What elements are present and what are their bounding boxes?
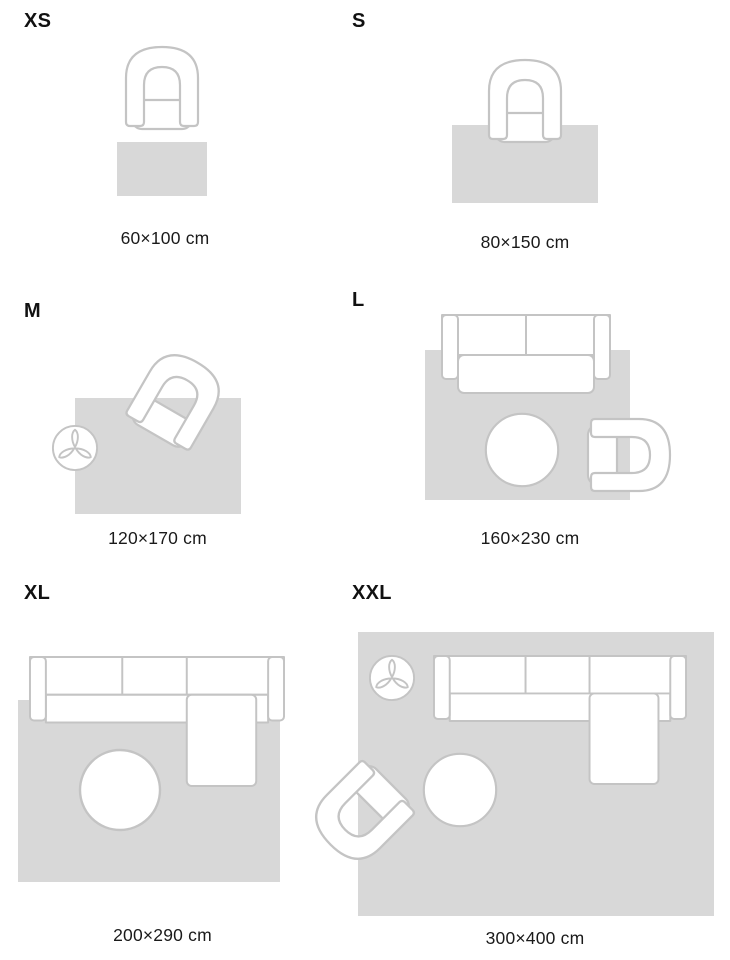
scene-xxl <box>302 632 714 916</box>
size-caption-xs: 60×100 cm <box>120 228 210 248</box>
size-caption-xxl: 300×400 cm <box>485 928 585 948</box>
armchair-icon <box>487 58 563 144</box>
armchair-icon <box>124 45 200 131</box>
size-caption-s: 80×150 cm <box>480 232 570 252</box>
size-caption-l: 160×230 cm <box>480 528 580 548</box>
coffee-table-icon <box>484 412 560 488</box>
plant-icon <box>370 656 414 700</box>
size-label-m: M <box>24 300 41 322</box>
size-caption-m: 120×170 cm <box>108 528 207 548</box>
size-label-xl: XL <box>24 582 51 604</box>
scene-s <box>452 58 598 203</box>
sofa-icon <box>441 314 611 394</box>
coffee-table-icon <box>78 748 162 832</box>
size-label-s: S <box>352 10 366 32</box>
size-label-l: L <box>352 289 365 311</box>
plant-icon <box>53 426 97 470</box>
size-caption-xl: 200×290 cm <box>113 925 212 945</box>
coffee-table-icon <box>422 752 498 828</box>
size-label-xxl: XXL <box>352 582 392 604</box>
scene-m <box>45 343 241 514</box>
scene-l <box>425 314 672 500</box>
scene-xs <box>117 45 207 196</box>
rug <box>117 142 207 196</box>
scene-xl <box>18 656 286 882</box>
size-label-xs: XS <box>24 10 52 32</box>
